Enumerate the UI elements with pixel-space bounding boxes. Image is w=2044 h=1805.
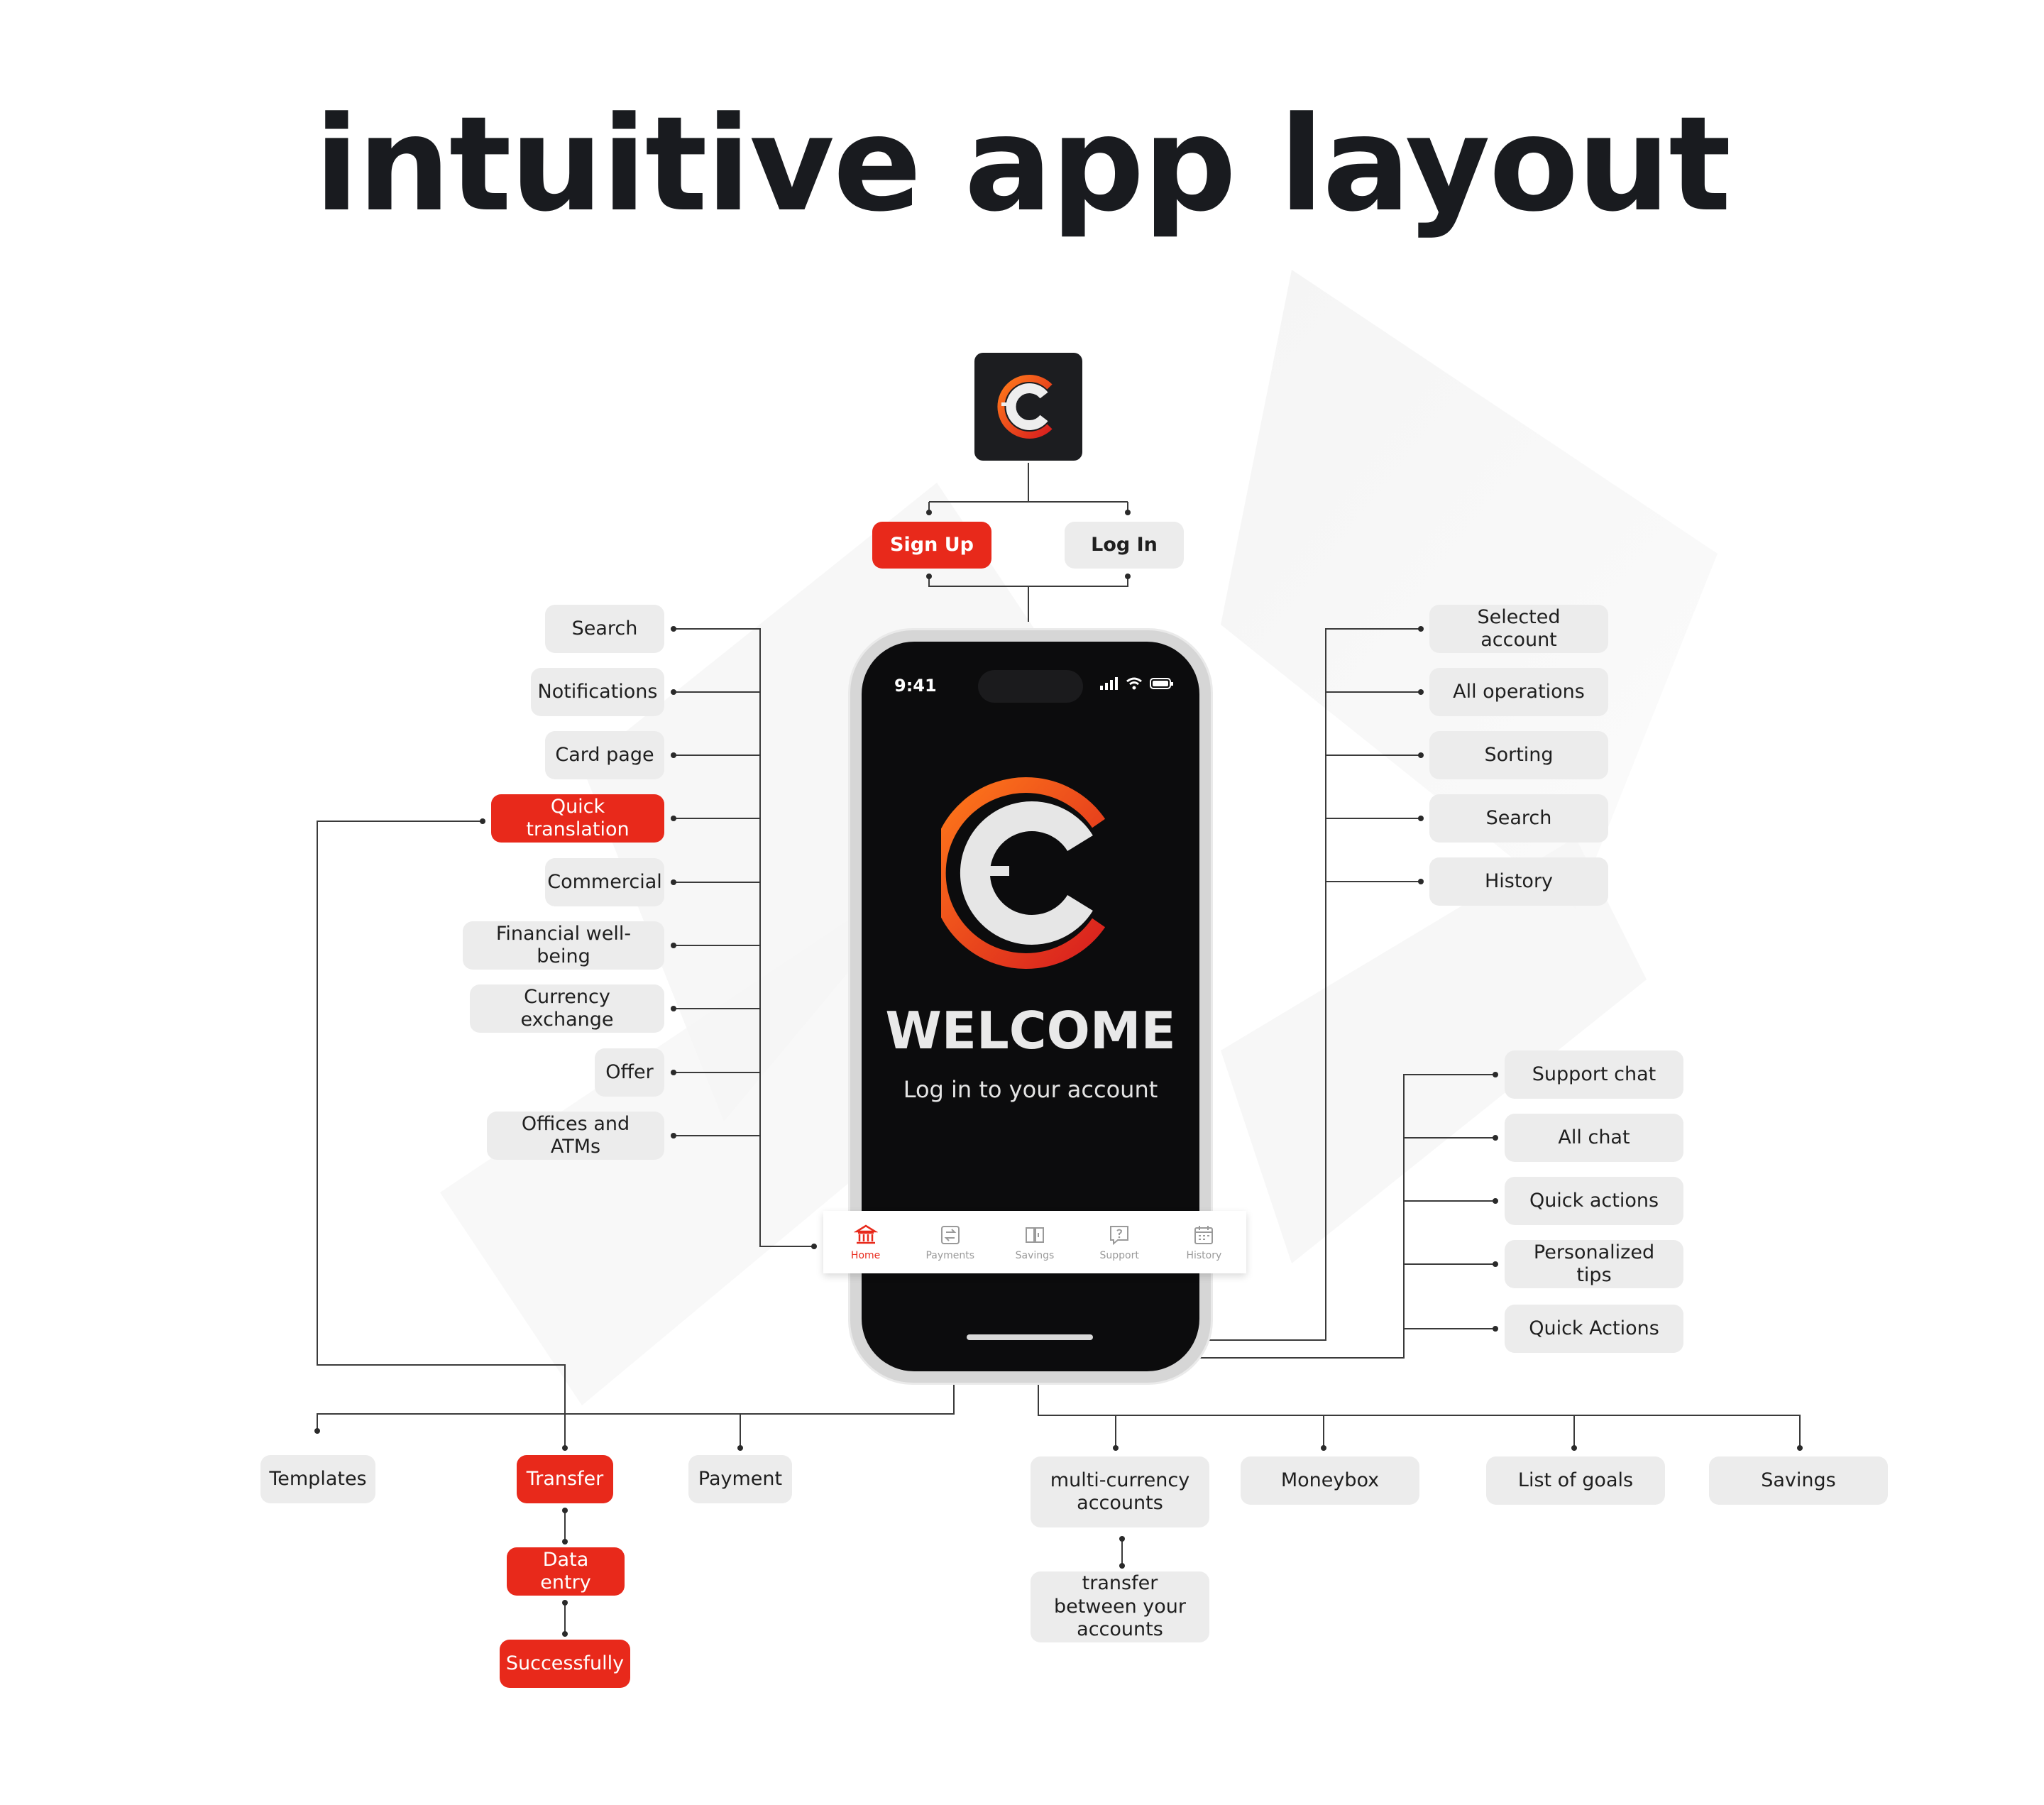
node-search[interactable]: Search [545,605,664,653]
piggy-icon [1025,1227,1044,1243]
tab-bar: Home Payments Savings Support History [823,1211,1246,1273]
login-button[interactable]: Log In [1065,522,1184,569]
help-icon [1110,1226,1129,1246]
node-financial-wellbeing[interactable]: Financial well-being [463,921,664,970]
status-time: 9:41 [894,676,937,696]
calendar-icon [1194,1226,1214,1244]
tab-support[interactable]: Support [1087,1223,1151,1261]
node-quick-actions[interactable]: Quick actions [1505,1177,1683,1225]
app-logo [974,353,1082,461]
node-offer[interactable]: Offer [595,1048,664,1097]
signup-button[interactable]: Sign Up [872,522,991,569]
node-payment[interactable]: Payment [688,1455,792,1503]
node-all-operations[interactable]: All operations [1429,668,1608,716]
signal-icon [1100,677,1118,690]
node-quick-actions-2[interactable]: Quick Actions [1505,1305,1683,1353]
tab-payments[interactable]: Payments [918,1223,982,1261]
node-personalized-tips[interactable]: Personalized tips [1505,1240,1683,1288]
tab-history[interactable]: History [1172,1223,1236,1261]
battery-icon [1150,678,1173,689]
tab-savings-label: Savings [1015,1250,1055,1261]
status-icons [1100,677,1174,690]
bank-icon [853,1224,878,1244]
node-card-page[interactable]: Card page [545,731,664,779]
node-history[interactable]: History [1429,857,1608,906]
node-moneybox[interactable]: Moneybox [1241,1456,1419,1505]
node-currency-exchange[interactable]: Currency exchange [470,984,664,1033]
logo-c-icon [997,375,1053,439]
node-commercial[interactable]: Commercial [545,858,664,906]
tab-home[interactable]: Home [834,1223,898,1261]
tab-home-label: Home [850,1250,881,1261]
node-offices-atms[interactable]: Offices and ATMs [487,1112,664,1160]
node-list-of-goals[interactable]: List of goals [1486,1456,1665,1505]
node-notifications[interactable]: Notifications [531,668,664,716]
node-savings[interactable]: Savings [1709,1456,1888,1505]
node-support-chat[interactable]: Support chat [1505,1050,1683,1099]
node-sorting[interactable]: Sorting [1429,731,1608,779]
welcome-logo-icon [941,777,1106,969]
dynamic-island [978,670,1083,703]
node-all-chat[interactable]: All chat [1505,1114,1683,1162]
page-title: intuitive app layout [314,89,1731,241]
tab-savings[interactable]: Savings [1003,1223,1067,1261]
node-successfully[interactable]: Successfully [500,1640,630,1688]
node-selected-account[interactable]: Selected account [1429,605,1608,653]
transfer-icon [940,1226,960,1244]
home-indicator [967,1334,1093,1340]
wifi-icon [1126,677,1142,690]
node-multi-currency[interactable]: multi-currency accounts [1031,1456,1209,1527]
node-transfer[interactable]: Transfer [517,1455,613,1503]
welcome-subtitle: Log in to your account [903,1076,1158,1103]
tab-support-label: Support [1099,1250,1139,1261]
node-templates[interactable]: Templates [260,1455,375,1503]
welcome-heading: WELCOME [885,1001,1176,1060]
node-transfer-between[interactable]: transfer between your accounts [1031,1571,1209,1642]
node-history-search[interactable]: Search [1429,794,1608,843]
node-quick-translation[interactable]: Quick translation [491,794,664,843]
tab-history-label: History [1186,1250,1222,1261]
node-data-entry[interactable]: Data entry [507,1547,625,1596]
tab-payments-label: Payments [925,1250,975,1261]
